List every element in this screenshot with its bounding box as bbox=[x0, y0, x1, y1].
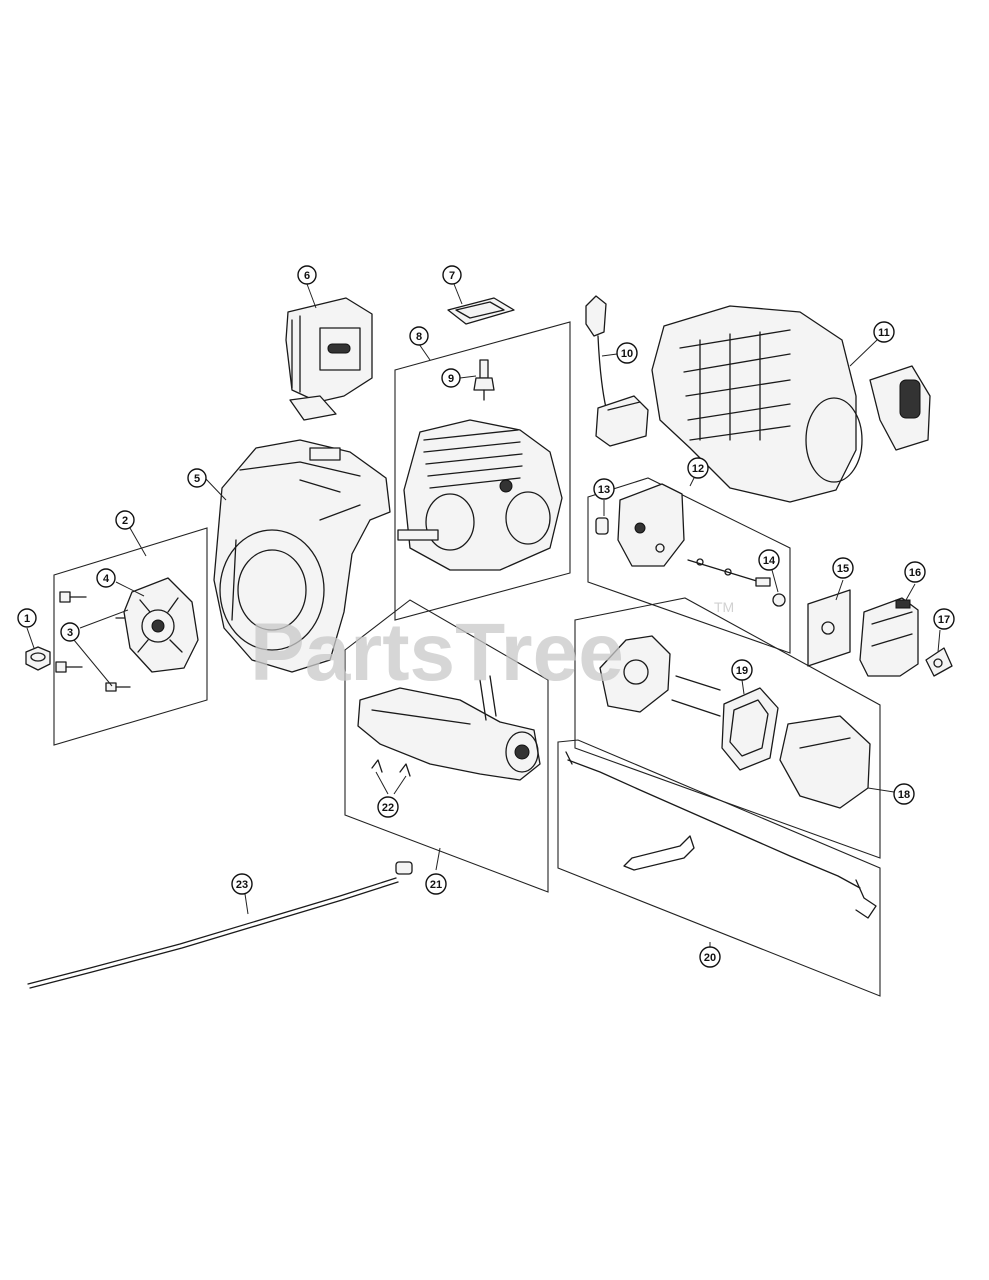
callout-14: 14 bbox=[758, 549, 780, 571]
part-14-washer bbox=[772, 593, 786, 607]
leader-lines bbox=[26, 283, 941, 948]
part-21-fuel-tank bbox=[357, 675, 541, 781]
svg-text:4: 4 bbox=[103, 573, 110, 585]
part-10-ignition-lead bbox=[585, 295, 649, 447]
panel-8-engine bbox=[394, 321, 571, 621]
part-15-gasket-plate bbox=[807, 589, 851, 667]
part-18-air-filter-base bbox=[599, 635, 721, 717]
callout-12: 12 bbox=[687, 457, 709, 479]
part-9-spark-plug bbox=[473, 359, 495, 401]
part-17-carb-gasket bbox=[925, 647, 953, 677]
svg-text:1: 1 bbox=[24, 613, 30, 625]
svg-text:22: 22 bbox=[382, 802, 394, 814]
callout-22: 22 bbox=[377, 796, 399, 818]
part-18-air-filter-cover bbox=[779, 715, 871, 809]
svg-text:17: 17 bbox=[938, 614, 950, 626]
svg-text:2: 2 bbox=[122, 515, 128, 527]
part-6-muffler bbox=[285, 297, 373, 421]
part-8-engine bbox=[397, 419, 563, 571]
part-3-screws bbox=[55, 591, 135, 692]
callout-7: 7 bbox=[442, 265, 462, 285]
callout-3: 3 bbox=[60, 622, 80, 642]
panel-21-tank bbox=[344, 599, 549, 893]
callout-15: 15 bbox=[832, 557, 854, 579]
svg-text:12: 12 bbox=[692, 463, 704, 475]
part-4-pulley-plate bbox=[123, 577, 199, 673]
part-23-fuel-line bbox=[27, 861, 413, 989]
callout-5: 5 bbox=[187, 468, 207, 488]
part-1-nut bbox=[25, 646, 51, 671]
part-13-grommet bbox=[595, 517, 609, 535]
svg-text:3: 3 bbox=[67, 627, 73, 639]
callout-8: 8 bbox=[409, 326, 429, 346]
svg-text:13: 13 bbox=[598, 484, 610, 496]
callout-21: 21 bbox=[425, 873, 447, 895]
callout-20: 20 bbox=[699, 946, 721, 968]
svg-text:16: 16 bbox=[909, 567, 921, 579]
callout-16: 16 bbox=[904, 561, 926, 583]
part-12-ignition-module bbox=[617, 483, 771, 587]
svg-text:21: 21 bbox=[430, 879, 442, 891]
svg-text:19: 19 bbox=[736, 665, 748, 677]
svg-text:11: 11 bbox=[878, 327, 890, 339]
panel-2-starter bbox=[53, 527, 208, 746]
svg-text:20: 20 bbox=[704, 952, 716, 964]
callout-4: 4 bbox=[96, 568, 116, 588]
callout-9: 9 bbox=[441, 368, 461, 388]
part-16-carburetor bbox=[859, 597, 919, 677]
panel-20-throttle bbox=[557, 739, 881, 997]
callout-23: 23 bbox=[231, 873, 253, 895]
svg-text:6: 6 bbox=[304, 270, 310, 282]
part-5-blower-housing bbox=[213, 439, 391, 673]
callout-19: 19 bbox=[731, 659, 753, 681]
part-11-engine-cover bbox=[651, 305, 931, 503]
svg-text:23: 23 bbox=[236, 879, 248, 891]
callout-1: 1 bbox=[17, 608, 37, 628]
watermark-trademark: TM bbox=[714, 599, 734, 615]
panel-12-ignition bbox=[587, 477, 791, 654]
svg-text:7: 7 bbox=[449, 270, 455, 282]
svg-text:8: 8 bbox=[416, 331, 422, 343]
svg-text:15: 15 bbox=[837, 563, 849, 575]
part-20-throttle-cable bbox=[565, 751, 877, 919]
callout-13: 13 bbox=[593, 478, 615, 500]
callout-17: 17 bbox=[933, 608, 955, 630]
part-7-gasket bbox=[447, 297, 515, 325]
svg-text:5: 5 bbox=[194, 473, 200, 485]
panel-18-carb bbox=[574, 597, 881, 859]
part-22-clips bbox=[371, 759, 411, 777]
callout-10: 10 bbox=[616, 342, 638, 364]
svg-text:9: 9 bbox=[448, 373, 454, 385]
callout-11: 11 bbox=[873, 321, 895, 343]
svg-text:18: 18 bbox=[898, 789, 910, 801]
svg-text:14: 14 bbox=[763, 555, 776, 567]
callout-6: 6 bbox=[297, 265, 317, 285]
callout-2: 2 bbox=[115, 510, 135, 530]
svg-text:10: 10 bbox=[621, 348, 633, 360]
callout-18: 18 bbox=[893, 783, 915, 805]
part-19-air-filter bbox=[721, 687, 779, 771]
watermark-text: PartsTree bbox=[250, 607, 624, 698]
